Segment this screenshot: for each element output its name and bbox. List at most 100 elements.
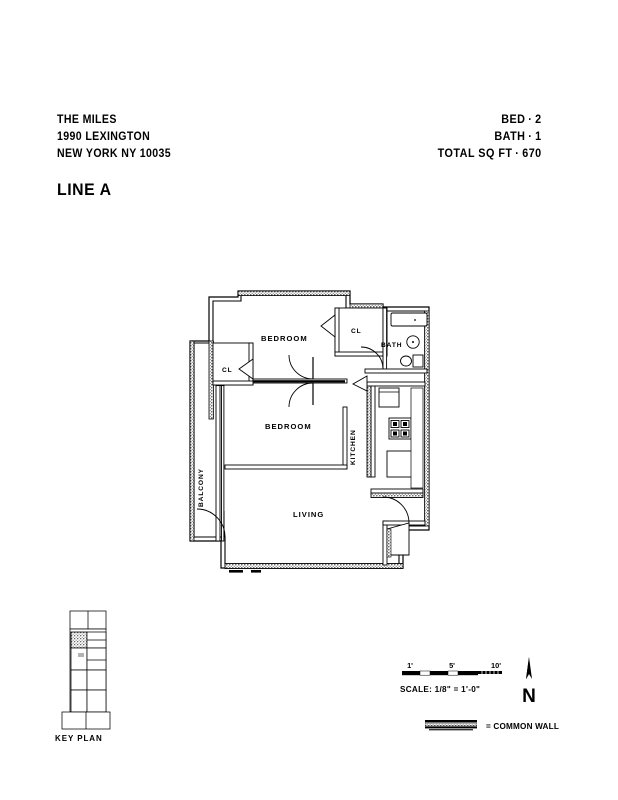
- legend-common-wall-label: = COMMON WALL: [486, 720, 560, 731]
- room-label-bedroom-2: BEDROOM: [265, 422, 312, 431]
- entry-jamb: [386, 528, 392, 558]
- common-wall-symbol-icon: [425, 720, 477, 731]
- room-label-bedroom-1: BEDROOM: [261, 334, 308, 343]
- wall-bedroom2-right: [342, 406, 348, 470]
- keyplan-unit: [86, 669, 107, 691]
- wall-kitchen-left-hatch: [366, 384, 372, 478]
- spec-bath: BATH·1: [438, 129, 542, 146]
- spec-bed: BED·2: [438, 112, 542, 129]
- keyplan-unit: [86, 647, 107, 671]
- legend-line-thin: [429, 729, 473, 731]
- key-plan-caption: KEY PLAN: [55, 733, 103, 743]
- bathtub-drain-icon: [414, 319, 416, 321]
- common-wall-right: [424, 310, 430, 527]
- spec-bath-label: BATH: [494, 131, 526, 143]
- sink-drain-icon: [412, 341, 414, 343]
- legend-common-wall: = COMMON WALL: [425, 719, 563, 732]
- door-swing-bedroom2: [288, 382, 314, 408]
- scale-tick-5: 5': [449, 661, 455, 670]
- room-label-bath: BATH: [381, 342, 402, 349]
- spec-sqft-separator: ·: [515, 148, 520, 160]
- wall-kitchen-bottom2: [370, 488, 424, 494]
- closet-right-box: [334, 307, 388, 357]
- burner-ring-icon: [393, 431, 397, 436]
- door-swing-bath: [360, 346, 384, 370]
- common-wall-top-right: [349, 303, 384, 309]
- spec-total-sq-ft: TOTAL SQ FT·670: [438, 146, 542, 163]
- burner-ring-icon: [393, 422, 397, 426]
- spec-bed-value: 2: [535, 114, 542, 126]
- scale-seg: [419, 670, 431, 676]
- legend-line-thick: [425, 720, 477, 723]
- refrigerator-icon: [378, 387, 400, 408]
- doors: [196, 314, 410, 558]
- scale-seg: [402, 671, 420, 676]
- wall-kitchen-bottom: [370, 492, 424, 498]
- scale-seg: [430, 671, 448, 676]
- room-label-balcony: BALCONY: [198, 468, 205, 507]
- north-letter: N: [522, 686, 536, 707]
- north-arrow-icon: [526, 657, 532, 679]
- wall-kitchen-top: [366, 381, 426, 387]
- scale-seg: [458, 671, 478, 676]
- street-address: 1990 LEXINGTON: [57, 131, 151, 143]
- keyplan-unit: [70, 647, 88, 671]
- legend-line-mid: [425, 726, 477, 729]
- spec-sqft-value: 670: [522, 148, 542, 160]
- keyplan-highlight-unit: [70, 631, 88, 649]
- common-wall-tick: [229, 570, 243, 573]
- wall-bath-left: [382, 307, 388, 373]
- bathroom-fixtures: [390, 312, 428, 368]
- property-header-block: THE MILES 1990 LEXINGTON NEW YORK NY 100…: [57, 112, 357, 163]
- building-name: THE MILES: [57, 114, 117, 126]
- common-wall-bottom: [224, 563, 404, 569]
- wall-kitchen-left: [370, 384, 376, 478]
- key-plan-diagram: [50, 608, 160, 738]
- room-label-closet-left: CL: [222, 367, 233, 374]
- common-wall-left: [189, 340, 195, 542]
- key-plan-geometry: [61, 610, 111, 730]
- plan-geometry: BEDROOM BEDROOM LIVING KITCHEN BATH BALC…: [189, 290, 430, 573]
- spec-bed-separator: ·: [528, 114, 533, 126]
- keyplan-unit: [70, 689, 88, 713]
- scale-seg: [447, 670, 459, 676]
- closet-left-bottom: [212, 380, 254, 386]
- interior-walls: [212, 307, 428, 566]
- common-wall-top: [237, 290, 351, 296]
- kitchen-counter-strip: [410, 387, 424, 489]
- keyplan-unit: [86, 689, 107, 713]
- room-label-closet-right: CL: [351, 328, 362, 335]
- scale-tick-10: 10': [491, 661, 501, 670]
- scale-seg-tail-ticks: [481, 671, 499, 674]
- scale-bar: 1' 5' 10': [400, 660, 510, 689]
- legend-line-hatched: [425, 722, 477, 727]
- scale-caption: SCALE: 1/8" = 1'-0": [400, 684, 481, 694]
- unit-specs-block: BED·2 BATH·1 TOTAL SQ FT·670: [431, 112, 542, 163]
- spec-bed-label: BED: [501, 114, 526, 126]
- kitchen-fixtures: [378, 387, 424, 489]
- wall-bath-bottom: [364, 368, 428, 374]
- closet-right-bottom-wall: [334, 351, 388, 357]
- toilet-tank-icon: [412, 354, 424, 368]
- line-designation: LINE A: [57, 180, 112, 199]
- door-closet-right: [320, 314, 336, 338]
- door-hall-fold: [352, 375, 368, 392]
- door-swing-entry: [382, 496, 410, 524]
- floor-plan-drawing: BEDROOM BEDROOM LIVING KITCHEN BATH BALC…: [175, 285, 440, 580]
- bathtub-icon: [390, 312, 428, 327]
- door-swing-balcony: [196, 508, 226, 538]
- door-closet-left: [238, 358, 254, 380]
- wall-shadow-line: [225, 380, 345, 383]
- burner-ring-icon: [403, 422, 407, 426]
- city-state-zip: NEW YORK NY 10035: [57, 148, 172, 160]
- scale-tick-labels: 1' 5' 10': [407, 661, 501, 670]
- scale-tick-1: 1': [407, 661, 413, 670]
- spec-bath-value: 1: [535, 131, 542, 143]
- wall-foyer-left: [382, 520, 388, 566]
- room-label-kitchen: KITCHEN: [350, 429, 357, 465]
- door-swing-bedroom1: [288, 354, 314, 380]
- scale-bar-graphic: [402, 670, 502, 676]
- north-needle-left: [526, 657, 529, 679]
- common-wall-tick: [251, 570, 261, 573]
- burner-ring-icon: [403, 431, 407, 436]
